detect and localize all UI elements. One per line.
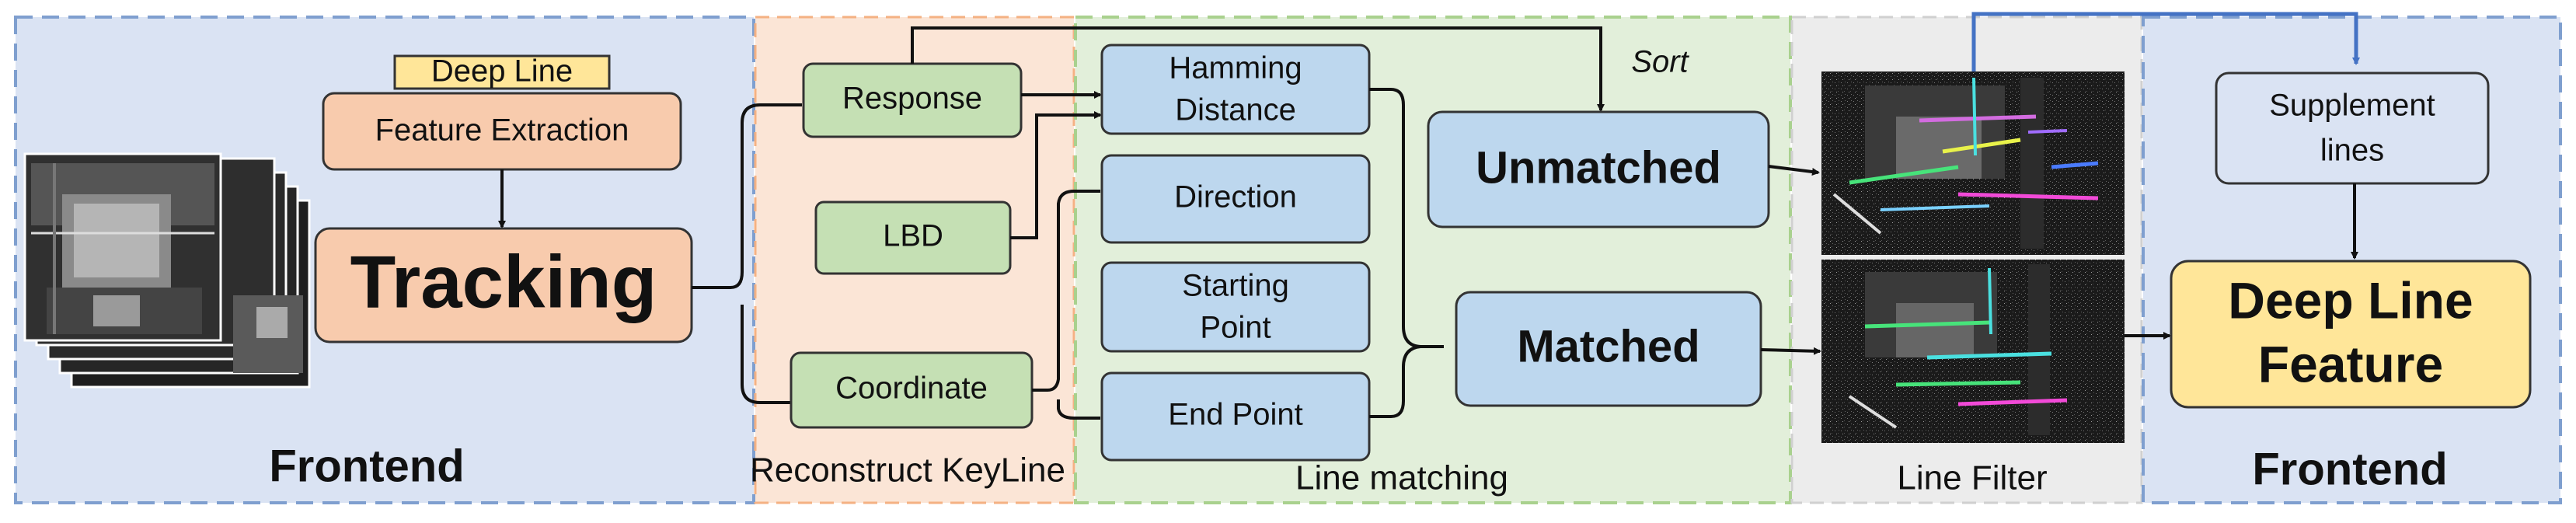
section-label-line-filter: Line Filter xyxy=(1897,459,2047,497)
hamming-label-2: Distance xyxy=(1175,93,1296,127)
arrow-lbd-to-hamming xyxy=(1010,111,1102,239)
arrow-unmatched-to-filter xyxy=(1768,165,1820,176)
tracking-label: Tracking xyxy=(350,240,657,323)
starting-point-box xyxy=(1100,261,1371,353)
direction-label: Direction xyxy=(1174,180,1297,214)
feature-extraction-label: Feature Extraction xyxy=(375,113,629,148)
matched-box xyxy=(1455,291,1762,407)
supplement-label-2: lines xyxy=(2320,134,2384,168)
section-label-reconstruct: Reconstruct KeyLine xyxy=(750,452,1065,490)
arrow-response-to-unmatched xyxy=(911,26,1605,112)
supplement-lines-box xyxy=(2215,71,2490,185)
section-label-line-matching: Line matching xyxy=(1295,459,1508,497)
deep-line-label: Deep Line xyxy=(431,54,573,89)
brace-tracking xyxy=(692,103,802,404)
filter-image-unmatched xyxy=(1821,71,2125,255)
supplement-label-1: Supplement xyxy=(2269,89,2435,123)
starting-label-2: Point xyxy=(1200,311,1271,345)
arrow-filter-to-supplement xyxy=(1971,12,2360,71)
tracking-box xyxy=(314,227,693,343)
input-image-scene xyxy=(31,163,303,373)
deep-line-box xyxy=(393,54,611,90)
end-point-label: End Point xyxy=(1168,398,1302,432)
direction-box xyxy=(1100,154,1371,244)
arrow-matched-to-filter xyxy=(1760,347,1821,355)
section-label-frontend-right: Frontend xyxy=(2252,444,2447,494)
deep-line-feature-box xyxy=(2170,260,2532,409)
filter-image-matched xyxy=(1821,260,2125,443)
coordinate-label: Coordinate xyxy=(835,371,988,406)
deep-feature-label-1: Deep Line xyxy=(2228,271,2473,329)
hamming-label-1: Hamming xyxy=(1169,51,1302,85)
response-label: Response xyxy=(842,82,982,116)
deep-feature-label-2: Feature xyxy=(2258,335,2443,392)
lbd-label: LBD xyxy=(883,219,943,253)
brace-coordinate xyxy=(1032,190,1100,420)
sort-label: Sort xyxy=(1631,45,1689,79)
brace-features xyxy=(1369,88,1444,418)
section-label-frontend-left: Frontend xyxy=(269,441,464,491)
unmatched-label: Unmatched xyxy=(1476,142,1721,193)
input-image-stack xyxy=(23,152,311,389)
matched-label: Matched xyxy=(1517,321,1699,371)
starting-label-1: Starting xyxy=(1182,269,1289,303)
unmatched-box xyxy=(1427,110,1770,228)
